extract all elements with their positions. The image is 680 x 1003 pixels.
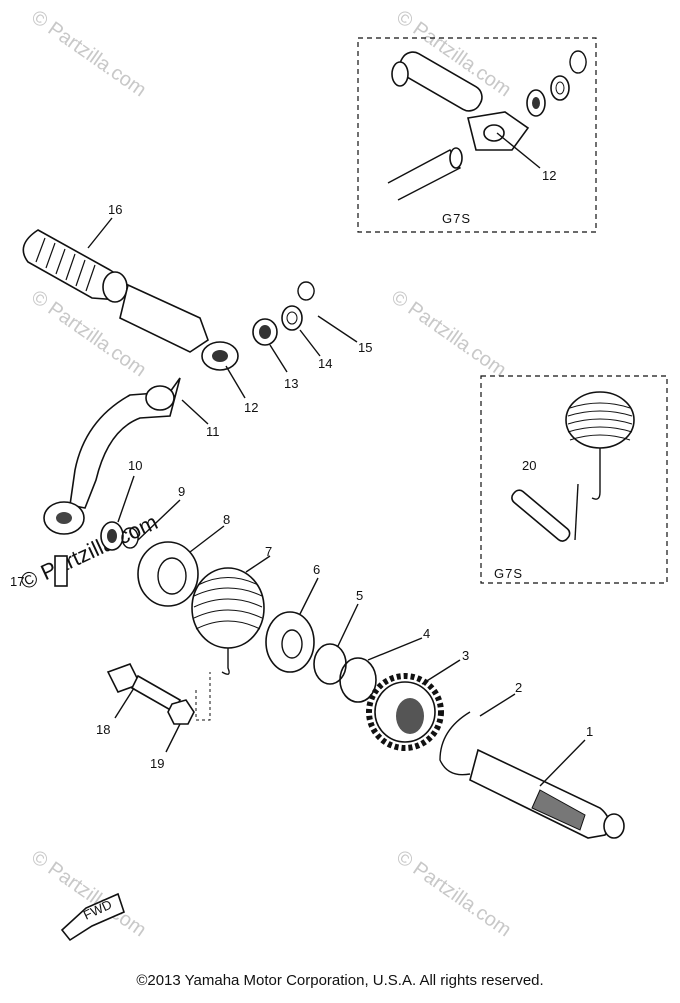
callout-5: 5 (356, 588, 363, 603)
callout-2: 2 (515, 680, 522, 695)
copyright-notice: ©2013 Yamaha Motor Corporation, U.S.A. A… (136, 972, 544, 989)
variant-box-right: G7S 20 (480, 375, 668, 584)
callout-3: 3 (462, 648, 469, 663)
callout-14: 14 (318, 356, 332, 371)
watermark: © Partzilla.com (392, 846, 515, 941)
callout-18: 18 (96, 722, 110, 737)
callout-20: 20 (522, 458, 536, 473)
callout-13: 13 (284, 376, 298, 391)
variant-label-top: G7S (442, 211, 471, 226)
callout-12-top: 12 (542, 168, 556, 183)
kick-grip (22, 229, 128, 303)
callout-16: 16 (108, 202, 122, 217)
callout-17: 17 (10, 574, 24, 589)
callout-7: 7 (265, 544, 272, 559)
fwd-arrow: FWD (60, 892, 125, 942)
variant-label-right: G7S (494, 566, 523, 581)
callout-10: 10 (128, 458, 142, 473)
callout-19: 19 (150, 756, 164, 771)
main-assembly: 16 12 13 14 15 11 10 (10, 202, 625, 839)
variant-box-top: G7S 12 (357, 37, 597, 233)
callout-12: 12 (244, 400, 258, 415)
callout-8: 8 (223, 512, 230, 527)
callout-1: 1 (586, 724, 593, 739)
watermark: © Partzilla.com (27, 6, 150, 101)
callout-15: 15 (358, 340, 372, 355)
watermark: © Partzilla.com (387, 286, 510, 381)
callout-11: 11 (206, 424, 220, 439)
callout-4: 4 (423, 626, 430, 641)
callout-6: 6 (313, 562, 320, 577)
callout-9: 9 (178, 484, 185, 499)
